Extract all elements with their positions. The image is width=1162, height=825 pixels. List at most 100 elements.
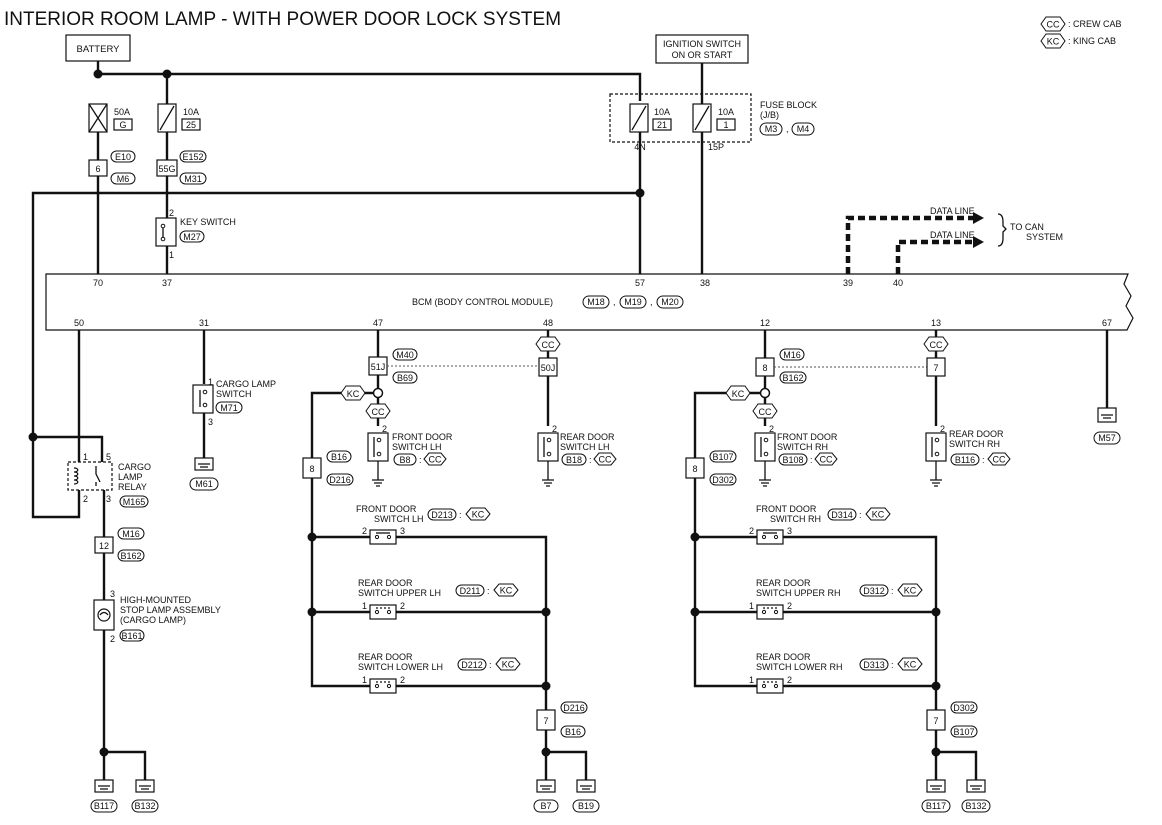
svg-text:KC: KC: [502, 660, 515, 670]
svg-text:CC: CC: [930, 340, 943, 350]
svg-text:M3: M3: [765, 124, 778, 134]
lh-cc-badge-rear: CC: [535, 336, 561, 352]
rear-door-switch-lower-rh-label-1: REAR DOOR: [756, 652, 811, 662]
svg-text:2: 2: [110, 634, 115, 644]
ignition-switch-box: [655, 34, 749, 64]
svg-text:D314: D314: [831, 510, 853, 520]
svg-text:B132: B132: [134, 801, 155, 811]
ground-b117-right: B117: [921, 779, 951, 813]
svg-text:D211: D211: [460, 586, 481, 596]
svg-text:2: 2: [940, 424, 945, 434]
fuse-50a: 50A G: [88, 103, 133, 133]
rh-kc-badge: KC: [725, 385, 751, 401]
rh-kc-connector-8: 8 B107 D302: [685, 450, 737, 486]
svg-text:21: 21: [657, 120, 667, 130]
svg-text:50A: 50A: [114, 107, 130, 117]
rh-cc-connector-7: 7: [926, 357, 946, 377]
svg-text:M20: M20: [661, 297, 679, 307]
rear-door-switch-lh-cc-label-1: REAR DOOR: [560, 432, 615, 442]
svg-text:KC: KC: [872, 510, 885, 520]
svg-text:3: 3: [787, 526, 792, 536]
svg-text:M61: M61: [195, 479, 213, 489]
svg-text:2: 2: [382, 424, 387, 434]
rear-door-switch-lh-cc-label-2: SWITCH LH: [560, 442, 610, 452]
svg-text:70: 70: [93, 278, 103, 288]
key-switch-label: KEY SWITCH: [180, 217, 236, 227]
svg-text::: :: [419, 455, 422, 465]
svg-text:B16: B16: [565, 727, 581, 737]
ground-b132-left: B132: [131, 779, 159, 813]
svg-text:M4: M4: [797, 124, 810, 134]
svg-text:KC: KC: [1047, 37, 1060, 47]
svg-text:2: 2: [400, 601, 405, 611]
svg-text:7: 7: [543, 716, 548, 726]
rear-door-switch-rh-cc-label-1: REAR DOOR: [949, 429, 1004, 439]
ignition-switch-line2: ON OR START: [672, 50, 733, 60]
rh-cc-badge-front: CC: [752, 403, 778, 419]
legend-cc-badge: CC: [1040, 16, 1066, 32]
svg-text:,: ,: [650, 297, 653, 307]
key-switch: 2 1: [155, 208, 177, 260]
rear-door-switch-lower-lh: 1 2: [362, 675, 405, 694]
rear-door-switch-rh-cc-label-2: SWITCH RH: [949, 439, 1000, 449]
front-door-switch-lh-kc: 2 3: [362, 526, 405, 545]
fuse-block-pin-15p: 15P: [708, 142, 724, 152]
bcm-connectors: M18 , M19 , M20: [582, 295, 684, 309]
data-line-upper: [845, 212, 984, 274]
ground-m57: M57: [1093, 407, 1121, 445]
front-door-switch-rh-kc-label-1: FRONT DOOR: [756, 504, 817, 514]
svg-text:37: 37: [162, 278, 172, 288]
svg-text:1: 1: [362, 675, 367, 685]
svg-text:3: 3: [400, 526, 405, 536]
svg-text:M18: M18: [587, 297, 605, 307]
to-can-system-label-2: SYSTEM: [1026, 232, 1063, 242]
rear-door-switch-upper-lh-connector: D211 : KC: [455, 583, 519, 597]
rear-door-switch-upper-lh-label-2: SWITCH UPPER LH: [358, 588, 441, 598]
svg-text::: :: [891, 660, 894, 670]
lh-kc-connector-8: 8 B16 D216: [302, 450, 354, 486]
svg-text:8: 8: [692, 464, 697, 474]
front-door-switch-rh-cc-label-1: FRONT DOOR: [777, 432, 838, 442]
svg-text::: :: [487, 586, 490, 596]
lh-cc-connector-50j: 50J: [538, 357, 558, 377]
svg-text:CC: CC: [820, 455, 833, 465]
cargo-lamp-switch: 1 3: [192, 377, 214, 427]
svg-text:B18: B18: [566, 455, 582, 465]
ground-b132-right: B132: [961, 779, 991, 813]
svg-text:8: 8: [309, 464, 314, 474]
svg-text:E10: E10: [115, 152, 131, 162]
svg-text:B161: B161: [121, 631, 142, 641]
fuse-block-label-1: FUSE BLOCK: [760, 100, 817, 110]
svg-text:D212: D212: [461, 660, 483, 670]
svg-text:67: 67: [1102, 318, 1112, 328]
rear-door-switch-rh-cc-connector: B116 : CC: [950, 452, 1011, 466]
svg-text:47: 47: [373, 318, 383, 328]
svg-text::: :: [489, 660, 492, 670]
svg-text:KC: KC: [347, 389, 360, 399]
svg-text:M16: M16: [122, 529, 140, 539]
rear-door-switch-upper-rh-label-2: SWITCH UPPER RH: [756, 588, 841, 598]
legend-cc-text: : CREW CAB: [1068, 19, 1122, 29]
data-line-label-2: DATA LINE: [930, 230, 975, 240]
fuse-block-connectors: M3 , M4: [759, 122, 815, 136]
svg-text:E152: E152: [182, 152, 203, 162]
svg-text:39: 39: [843, 278, 853, 288]
svg-text:CC: CC: [759, 407, 772, 417]
svg-text:D313: D313: [863, 660, 885, 670]
svg-text:1: 1: [749, 675, 754, 685]
rear-door-switch-lower-rh-label-2: SWITCH LOWER RH: [756, 662, 843, 672]
svg-text:M40: M40: [396, 350, 414, 360]
svg-text::: :: [810, 455, 813, 465]
rear-door-switch-upper-rh-label-1: REAR DOOR: [756, 578, 811, 588]
svg-text:40: 40: [893, 278, 903, 288]
svg-text:,: ,: [613, 297, 616, 307]
svg-text:55G: 55G: [158, 164, 175, 174]
svg-text:2: 2: [787, 675, 792, 685]
svg-text:1: 1: [208, 377, 213, 387]
to-can-system-label-1: TO CAN: [1010, 222, 1044, 232]
svg-text::: :: [891, 586, 894, 596]
front-door-switch-rh-kc: 2 3: [749, 526, 792, 545]
svg-text:D312: D312: [863, 586, 885, 596]
stop-lamp-assembly: 3 2: [93, 589, 115, 644]
legend-kc-badge: KC: [1040, 33, 1066, 49]
